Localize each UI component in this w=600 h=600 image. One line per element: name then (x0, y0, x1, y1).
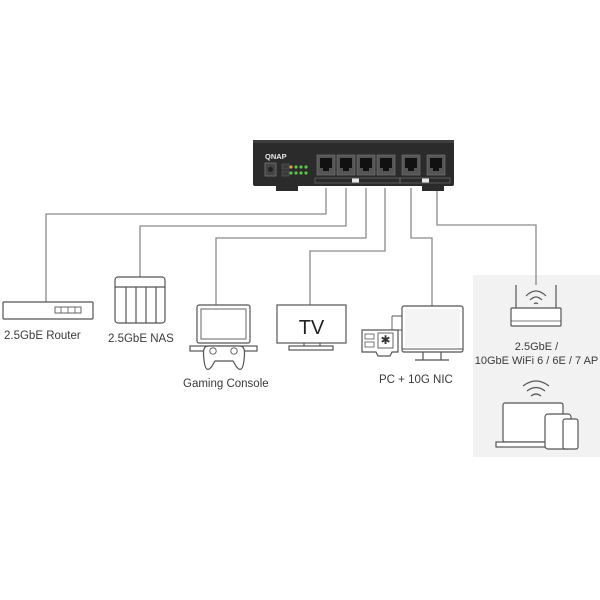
console-screen (200, 308, 247, 340)
controller-body (202, 345, 246, 370)
switch-foot-right (422, 186, 444, 191)
led-green (304, 171, 308, 175)
switch-brand-logo: QNAP (265, 152, 287, 161)
ap-wifi-arc-inner (533, 302, 539, 305)
pc-screen (405, 309, 460, 347)
nic-chip (377, 332, 394, 349)
ethernet-ports (316, 154, 446, 176)
switch-foot-left (276, 186, 298, 191)
led-green (289, 171, 293, 175)
nic-port (364, 333, 375, 340)
wifi-ap-icon (510, 285, 562, 327)
controller-buttons (230, 347, 238, 355)
rj45-socket-icon (405, 158, 417, 171)
gaming-console-icon (189, 304, 258, 370)
nas-icon (114, 276, 166, 324)
ap-wifi-arc-outer (525, 290, 547, 297)
power-jack-hole (268, 167, 273, 172)
switch-top-edge (253, 140, 454, 143)
nic-chip-glyph: ✱ (380, 333, 390, 347)
led-green (304, 165, 308, 169)
ap-wifi-arc-mid (529, 296, 543, 301)
button-icon (281, 163, 290, 170)
router-body (2, 301, 94, 320)
led-green (294, 171, 298, 175)
button-icon (281, 170, 290, 177)
console-monitor (196, 304, 251, 344)
tv-base (288, 345, 334, 351)
controller-dpad (209, 347, 217, 355)
console-label: Gaming Console (183, 378, 269, 390)
led-green (299, 165, 303, 169)
port-group-10g (399, 177, 451, 184)
status-leds (289, 165, 308, 175)
clients-wifi-arc-mid (526, 386, 546, 392)
cable-tv (309, 188, 386, 305)
tv-icon (276, 304, 347, 351)
pc-nic-icon: ✱ (361, 305, 464, 361)
tv-label: TV (299, 317, 325, 339)
cables (45, 188, 537, 306)
led-green (299, 171, 303, 175)
ap-label-line2: 10GbE WiFi 6 / 6E / 7 AP (474, 355, 599, 367)
qnap-switch: QNAP (253, 140, 454, 191)
cable-router (45, 188, 327, 302)
nic-port (364, 341, 375, 348)
clients-wifi-arc-outer (522, 380, 550, 387)
router-label: 2.5GbE Router (4, 330, 81, 342)
led-green (294, 165, 298, 169)
rj45-socket-icon (380, 158, 392, 171)
router-icon (2, 301, 94, 320)
pc-label: PC + 10G NIC (379, 374, 453, 386)
nas-body (114, 276, 166, 324)
clients-wifi-arc-inner (530, 393, 542, 397)
cable-ap (436, 188, 537, 285)
ap-body (510, 307, 562, 327)
cable-pc (410, 188, 433, 306)
ap-label-line1: 2.5GbE / (514, 341, 559, 353)
cable-console (215, 188, 367, 305)
led-amber (289, 165, 293, 169)
rj45-socket-icon (320, 158, 332, 171)
badge-2.5g (352, 178, 359, 183)
rj45-socket-icon (360, 158, 372, 171)
wireless-clients-icon (495, 380, 579, 450)
rj45-socket-icon (430, 158, 442, 171)
rj45-socket-icon (340, 158, 352, 171)
tv-screen (276, 304, 347, 344)
cable-nas (139, 188, 347, 277)
badge-10g (422, 178, 429, 183)
phone (562, 418, 579, 450)
nas-label: 2.5GbE NAS (108, 333, 174, 345)
